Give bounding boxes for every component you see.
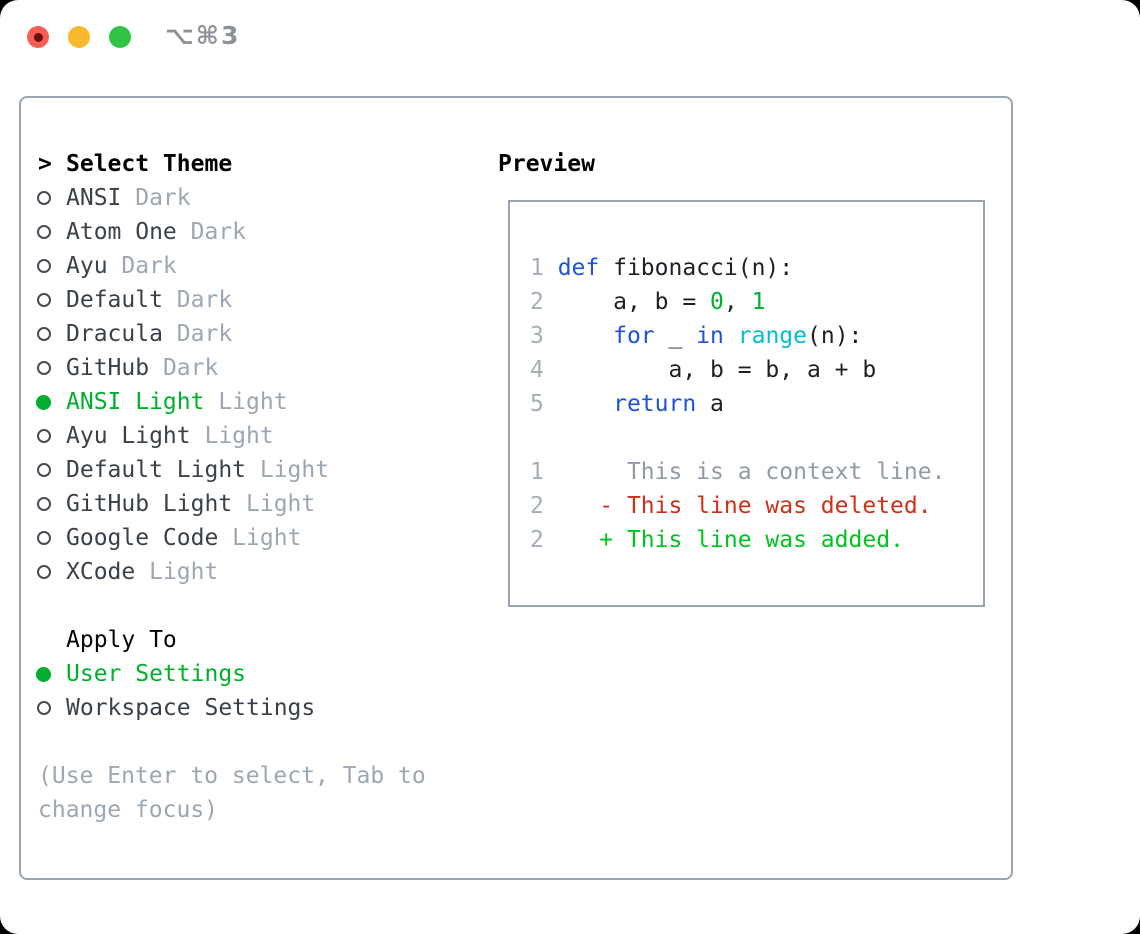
theme-mode-tag: Light — [204, 389, 288, 415]
radio-unselected-icon — [37, 419, 66, 453]
apply-label: User Settings — [66, 661, 247, 687]
radio-unselected-icon — [37, 555, 66, 589]
theme-option-ansi-light[interactable]: ANSI Light Light — [36, 385, 426, 419]
theme-mode-tag: Dark — [176, 219, 247, 245]
line-number: 3 — [530, 323, 558, 349]
line-number: 2 — [530, 493, 558, 519]
code-preview-block: 1 def fibonacci(n): 2 a, b = 0, 1 3 for _ … — [530, 251, 945, 421]
theme-label: GitHub Dark — [66, 355, 219, 381]
titlebar — [27, 26, 131, 48]
help-text-line-2: change focus) — [38, 797, 219, 823]
theme-label: Ayu Dark — [66, 253, 177, 279]
theme-mode-tag: Light — [218, 525, 302, 551]
line-number: 2 — [530, 289, 558, 315]
theme-label: GitHub Light Light — [66, 491, 316, 517]
spacer — [38, 725, 426, 759]
line-number: 1 — [530, 459, 558, 485]
spacer — [38, 589, 426, 623]
preview-pane: 1 def fibonacci(n): 2 a, b = 0, 1 3 for _ … — [508, 200, 985, 607]
radio-unselected-icon — [37, 691, 66, 725]
select-theme-header: > Select Theme — [38, 147, 426, 181]
theme-label: Ayu Light Light — [66, 423, 274, 449]
theme-mode-tag: Dark — [162, 287, 233, 313]
theme-option-default[interactable]: Default Dark — [37, 283, 426, 317]
radio-unselected-icon — [37, 283, 66, 317]
minimize-button[interactable] — [68, 26, 90, 48]
radio-unselected-icon — [37, 215, 66, 249]
line-number: 4 — [530, 357, 558, 383]
theme-option-dracula[interactable]: Dracula Dark — [37, 317, 426, 351]
theme-option-atom-one[interactable]: Atom One Dark — [37, 215, 426, 249]
line-number: 2 — [530, 527, 558, 553]
radio-selected-icon — [36, 657, 66, 691]
theme-label: Default Light Light — [66, 457, 330, 483]
radio-unselected-icon — [37, 351, 66, 385]
theme-label: XCode Light — [66, 559, 219, 585]
code-line: 3 for _ in range(n): — [530, 323, 863, 349]
select-theme-title: Select Theme — [66, 151, 233, 177]
theme-option-ayu-light[interactable]: Ayu Light Light — [37, 419, 426, 453]
radio-unselected-icon — [37, 317, 66, 351]
theme-mode-tag: Dark — [162, 321, 233, 347]
apply-to-title: Apply To — [66, 627, 177, 653]
theme-mode-tag: Light — [232, 491, 316, 517]
theme-mode-tag: Dark — [149, 355, 219, 381]
theme-option-ayu[interactable]: Ayu Dark — [37, 249, 426, 283]
theme-mode-tag: Dark — [107, 253, 177, 279]
window-shortcut-label: ⌥⌘3 — [165, 21, 241, 50]
code-line: 4 a, b = b, a + b — [530, 357, 877, 383]
theme-label: Google Code Light — [66, 525, 302, 551]
apply-to-header: Apply To — [38, 623, 426, 657]
theme-label: ANSI Dark — [66, 185, 191, 211]
code-line: 2 - This line was deleted. — [530, 493, 932, 519]
theme-label: Dracula Dark — [66, 321, 233, 347]
theme-mode-tag: Light — [246, 457, 330, 483]
apply-option-workspace-settings[interactable]: Workspace Settings — [37, 691, 426, 725]
radio-unselected-icon — [37, 249, 66, 283]
radio-unselected-icon — [37, 521, 66, 555]
code-line: 1 This is a context line. — [530, 459, 946, 485]
theme-option-github-light[interactable]: GitHub Light Light — [37, 487, 426, 521]
line-number: 1 — [530, 255, 558, 281]
close-button[interactable] — [27, 26, 49, 48]
theme-option-ansi[interactable]: ANSI Dark — [37, 181, 426, 215]
apply-label: Workspace Settings — [66, 695, 316, 721]
theme-mode-tag: Light — [135, 559, 219, 585]
focus-caret-icon: > — [38, 151, 52, 177]
code-line: 2 + This line was added. — [530, 527, 904, 553]
code-line: 1 def fibonacci(n): — [530, 255, 794, 281]
theme-mode-tag: Dark — [121, 185, 191, 211]
code-line: 2 a, b = 0, 1 — [530, 289, 766, 315]
theme-option-google-code[interactable]: Google Code Light — [37, 521, 426, 555]
theme-mode-tag: Light — [190, 423, 274, 449]
radio-unselected-icon — [37, 487, 66, 521]
diff-preview-block: 1 This is a context line. 2 - This line w… — [530, 455, 945, 557]
theme-label: Default Dark — [66, 287, 233, 313]
theme-label: Atom One Dark — [66, 219, 247, 245]
radio-unselected-icon — [37, 181, 66, 215]
radio-unselected-icon — [37, 453, 66, 487]
theme-option-github[interactable]: GitHub Dark — [37, 351, 426, 385]
preview-title: Preview — [498, 151, 595, 177]
radio-selected-icon — [36, 385, 66, 419]
preview-code: 1 def fibonacci(n): 2 a, b = 0, 1 3 for _ … — [530, 251, 945, 557]
theme-option-xcode[interactable]: XCode Light — [37, 555, 426, 589]
zoom-button[interactable] — [109, 26, 131, 48]
line-number: 5 — [530, 391, 558, 417]
apply-option-user-settings[interactable]: User Settings — [36, 657, 426, 691]
theme-label: ANSI Light Light — [66, 389, 288, 415]
theme-option-default-light[interactable]: Default Light Light — [37, 453, 426, 487]
code-line: 5 return a — [530, 391, 724, 417]
close-icon — [33, 32, 43, 42]
help-text-line-1: (Use Enter to select, Tab to — [38, 763, 426, 789]
apply-to-indent — [38, 623, 66, 657]
